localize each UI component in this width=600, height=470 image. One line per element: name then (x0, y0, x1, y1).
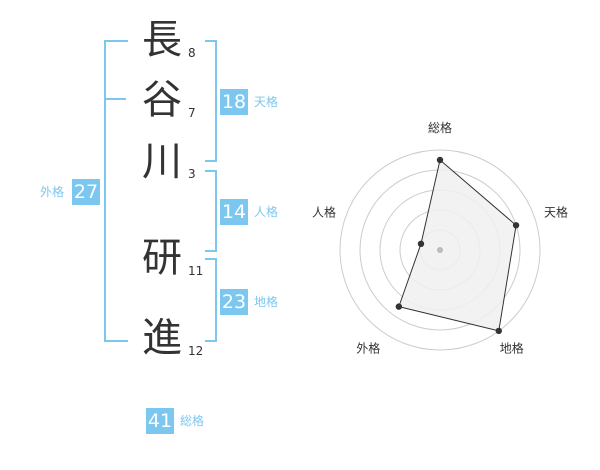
radar-point (417, 240, 425, 248)
chikaku-label: 地格 (254, 295, 279, 309)
jinkaku-value: 14 (220, 199, 248, 225)
radar-axis-label: 人格 (312, 204, 336, 219)
jinkaku-bracket (205, 170, 217, 252)
radar-point (395, 303, 403, 310)
radar-axis-label: 外格 (356, 341, 380, 356)
gaikaku-label: 外格 (40, 185, 65, 199)
name-character: 川 (142, 139, 182, 185)
stroke-count: 8 (188, 46, 196, 60)
gaikaku-bracket (104, 40, 128, 342)
tenkaku-label: 天格 (254, 95, 279, 109)
jinkaku-label: 人格 (254, 205, 279, 219)
soukaku-label: 総格 (180, 414, 205, 428)
radar-axis-label: 地格 (500, 341, 524, 356)
soukaku-value: 41 (146, 408, 174, 434)
stroke-count: 12 (188, 344, 204, 358)
radar-axis-label: 天格 (544, 204, 568, 219)
name-character: 進 (142, 315, 182, 361)
name-character: 長 (142, 17, 182, 63)
chikaku-bracket (205, 258, 217, 342)
radar-point (436, 156, 444, 164)
radar-ring (339, 149, 541, 351)
chikaku-value: 23 (220, 289, 248, 315)
stroke-count: 3 (188, 167, 196, 181)
stroke-count: 7 (188, 106, 196, 120)
tenkaku-bracket (205, 40, 217, 162)
tenkaku-value: 18 (220, 89, 248, 115)
radar-axis-label: 総格 (428, 120, 452, 135)
radar-center (437, 247, 443, 253)
stroke-count: 11 (188, 264, 204, 278)
gaikaku-bracket-tick (104, 98, 126, 100)
name-character: 谷 (142, 77, 182, 123)
radar-area (398, 159, 517, 332)
gaikaku-value: 27 (72, 179, 100, 205)
name-character: 研 (142, 235, 182, 281)
radar-point (495, 327, 502, 335)
radar-point (512, 222, 520, 229)
